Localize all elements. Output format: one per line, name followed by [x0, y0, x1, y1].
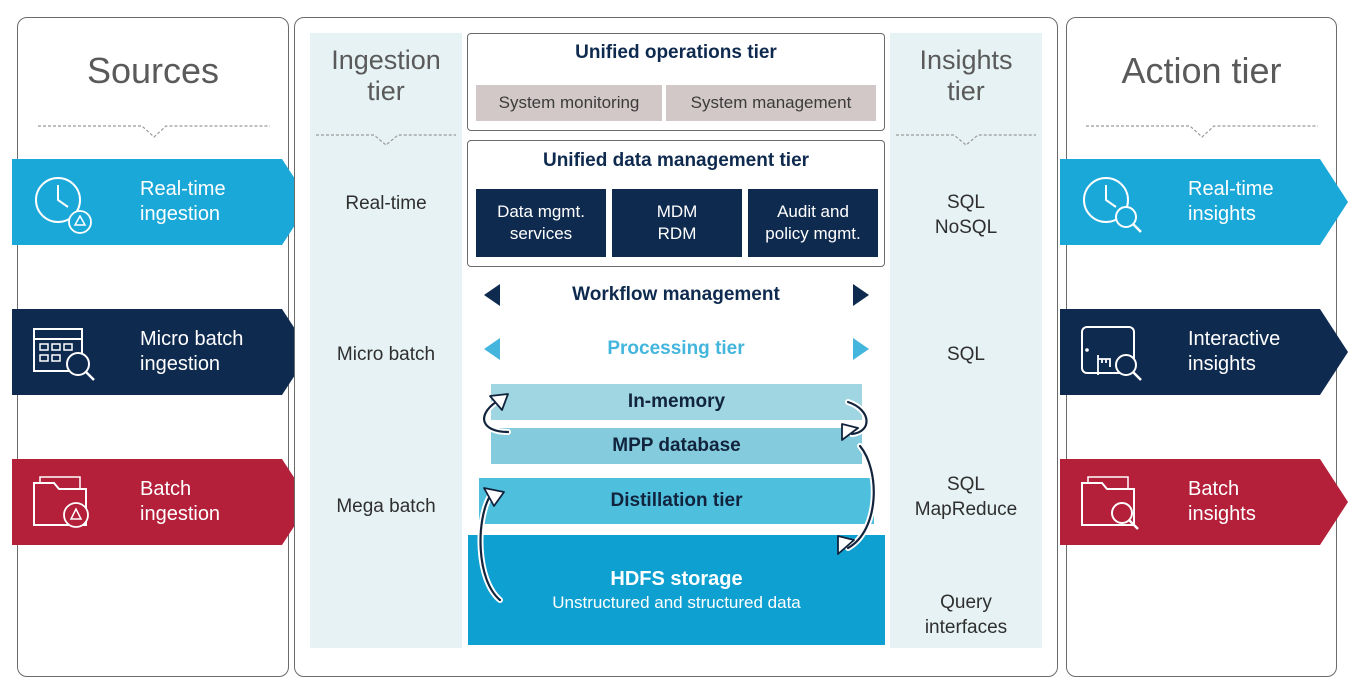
clock-recycle-icon: [35, 177, 92, 234]
ingestion-row: Mega batch: [336, 496, 436, 517]
touch-search-icon: [1081, 326, 1142, 381]
flow-arrows: [477, 393, 877, 603]
processing-right-arrow-icon: [853, 338, 869, 360]
clock-search-icon: [1083, 177, 1142, 233]
distillation-tier-bar: Distillation tier: [479, 478, 874, 524]
chip-system-management: System management: [666, 85, 876, 121]
action-divider: [1086, 125, 1318, 138]
operations-tier-title: Unified operations tier: [575, 42, 777, 63]
insights-item: SQL: [946, 344, 986, 365]
sources-title: Sources: [86, 50, 220, 91]
processing-left-arrow-icon: [484, 338, 500, 360]
folder-recycle-icon: [33, 476, 89, 528]
chip-system-monitoring: System monitoring: [476, 85, 662, 121]
folder-search-icon: [1081, 476, 1139, 530]
sources-divider: [38, 125, 270, 138]
workflow-left-arrow-icon: [484, 284, 500, 306]
box-data-mgmt-services: Data mgmt.services: [476, 189, 606, 257]
ingestion-row: Micro batch: [336, 344, 436, 365]
processing-label: Processing tier: [607, 338, 745, 359]
action-tier-title: Action tier: [1121, 50, 1282, 91]
calendar-search-icon: [33, 328, 95, 381]
workflow-right-arrow-icon: [853, 284, 869, 306]
insights-divider: [896, 134, 1036, 146]
ingestion-divider: [316, 134, 456, 146]
ingestion-row: Real-time: [345, 193, 427, 214]
in-memory-bar: In-memory: [491, 384, 862, 420]
data-management-tier-title: Unified data management tier: [542, 150, 810, 171]
hdfs-subtitle: Unstructured and structured data: [552, 592, 801, 612]
workflow-label: Workflow management: [572, 284, 780, 305]
hdfs-title: HDFS storage: [610, 567, 743, 590]
hdfs-storage-box: HDFS storage Unstructured and structured…: [468, 535, 885, 645]
mpp-database-bar: MPP database: [491, 428, 862, 464]
